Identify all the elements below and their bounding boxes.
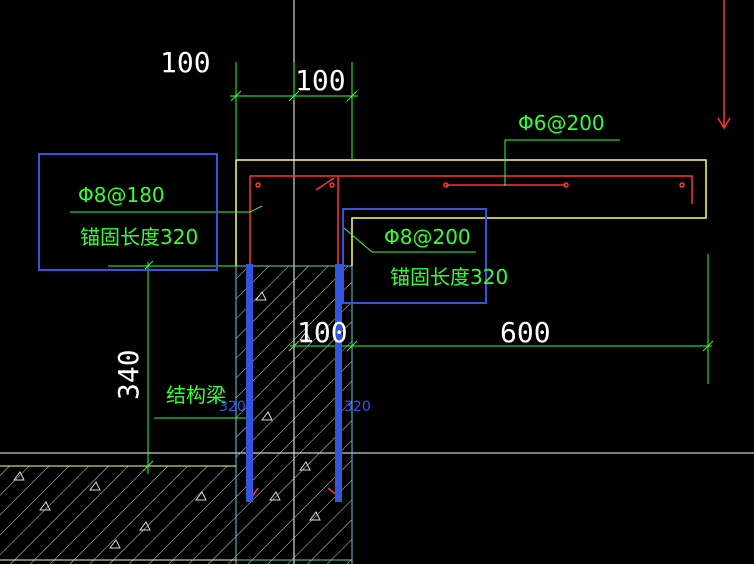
dim-vertical: 340 bbox=[112, 349, 145, 400]
label-right-anchor: 锚固长度320 bbox=[390, 265, 508, 289]
dim-mid-width: 100 bbox=[297, 316, 348, 349]
rebar bbox=[249, 0, 731, 503]
dim-top-left: 100 bbox=[160, 46, 211, 79]
left-rod bbox=[246, 264, 253, 502]
label-right-rebar: Φ8@200 bbox=[384, 225, 471, 249]
label-top-rebar: Φ6@200 bbox=[518, 111, 605, 135]
ground-line bbox=[0, 465, 236, 561]
slab-outline bbox=[235, 159, 707, 266]
dim-top-width: 100 bbox=[295, 64, 346, 97]
left-highlight-box bbox=[38, 153, 218, 271]
right-highlight-box bbox=[342, 208, 487, 304]
dim-right-length: 600 bbox=[500, 316, 551, 349]
right-rod bbox=[335, 264, 342, 502]
label-left-anchor: 锚固长度320 bbox=[80, 225, 198, 249]
beam-hatch bbox=[0, 266, 352, 564]
label-beam: 结构梁 bbox=[166, 383, 226, 407]
label-left-rebar: Φ8@180 bbox=[78, 183, 165, 207]
dimension-lines bbox=[70, 62, 714, 474]
left-rod-length: 320 bbox=[219, 399, 246, 415]
beam-outline bbox=[235, 265, 353, 564]
right-rod-length: 320 bbox=[344, 399, 371, 415]
